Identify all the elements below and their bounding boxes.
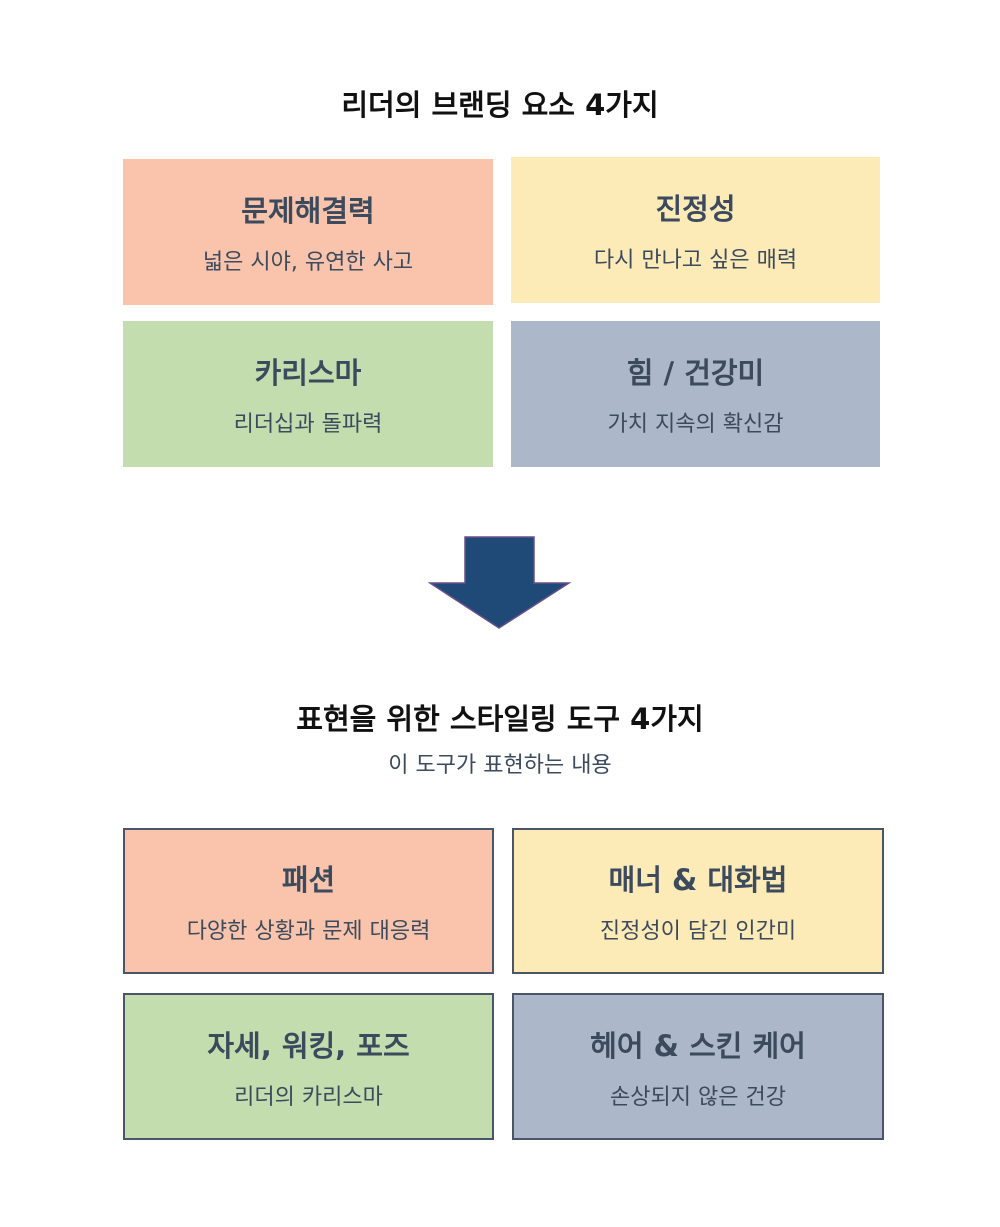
section2-subtitle: 이 도구가 표현하는 내용 — [388, 753, 612, 778]
box-heading: 카리스마 — [254, 356, 362, 390]
box-heading: 진정성 — [655, 192, 736, 226]
branding-box-authenticity: 진정성 다시 만나고 싶은 매력 — [511, 157, 880, 303]
box-description: 가치 지속의 확신감 — [607, 412, 784, 437]
box-description: 다양한 상황과 문제 대응력 — [186, 919, 431, 944]
box-heading: 힘 / 건강미 — [626, 356, 765, 390]
branding-box-charisma: 카리스마 리더십과 돌파력 — [123, 321, 493, 467]
down-arrow-icon — [428, 536, 572, 629]
box-description: 넓은 시야, 유연한 사고 — [202, 250, 414, 275]
box-heading: 자세, 워킹, 포즈 — [207, 1028, 410, 1063]
styling-box-manners: 매너 & 대화법 진정성이 담긴 인간미 — [512, 828, 884, 974]
branding-box-strength: 힘 / 건강미 가치 지속의 확신감 — [511, 321, 880, 467]
styling-box-posture: 자세, 워킹, 포즈 리더의 카리스마 — [123, 993, 494, 1140]
section2-title: 표현을 위한 스타일링 도구 4가지 — [296, 702, 704, 736]
box-heading: 매너 & 대화법 — [608, 863, 788, 897]
box-description: 다시 만나고 싶은 매력 — [593, 248, 798, 273]
box-heading: 패션 — [281, 863, 336, 897]
styling-box-hair-skin: 헤어 & 스킨 케어 손상되지 않은 건강 — [512, 993, 884, 1140]
box-description: 진정성이 담긴 인간미 — [599, 919, 797, 944]
box-description: 리더의 카리스마 — [234, 1084, 383, 1110]
box-heading: 문제해결력 — [241, 194, 375, 228]
box-description: 리더십과 돌파력 — [233, 412, 383, 437]
section1-title: 리더의 브랜딩 요소 4가지 — [341, 88, 659, 122]
branding-box-problem-solving: 문제해결력 넓은 시야, 유연한 사고 — [123, 159, 493, 305]
styling-box-fashion: 패션 다양한 상황과 문제 대응력 — [123, 828, 494, 974]
box-heading: 헤어 & 스킨 케어 — [590, 1028, 806, 1063]
box-description: 손상되지 않은 건강 — [610, 1084, 786, 1110]
